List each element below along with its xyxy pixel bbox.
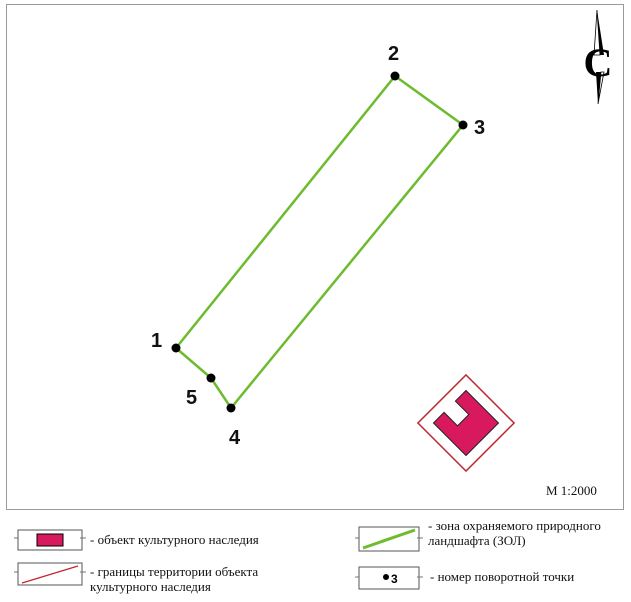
turning-point-2 [390,71,400,81]
legend-zol-label: - зона охраняемого природного ландшафта … [428,518,601,548]
map-frame [6,4,624,510]
turning-point-1 [171,343,181,353]
north-arrow-icon: С [584,9,613,105]
legend-turning-point-swatch: 3 [355,566,423,590]
point-label-4: 4 [229,427,241,449]
heritage-object-icon [416,373,516,473]
legend-zol-swatch [355,526,423,552]
legend-heritage-object-label: - объект культурного наследия [90,532,259,547]
legend-heritage-object-swatch [14,529,86,551]
zol-boundary-line [175,74,465,411]
point-label-3: 3 [474,117,485,139]
turning-point-5 [206,373,216,383]
legend-heritage-boundary-label: - границы территории объекта культурного… [90,564,259,594]
point-label-1: 1 [151,330,162,352]
legend-turning-point-number: 3 [391,572,398,586]
point-label-5: 5 [186,387,197,409]
map-scale: М 1:2000 [546,483,597,498]
turning-point-3 [458,120,468,130]
north-symbol: С [584,40,613,85]
point-label-2: 2 [388,43,399,65]
legend-turning-point-label: - номер поворотной точки [430,569,575,584]
legend-heritage-boundary-swatch [14,562,86,586]
turning-point-4 [226,403,236,413]
